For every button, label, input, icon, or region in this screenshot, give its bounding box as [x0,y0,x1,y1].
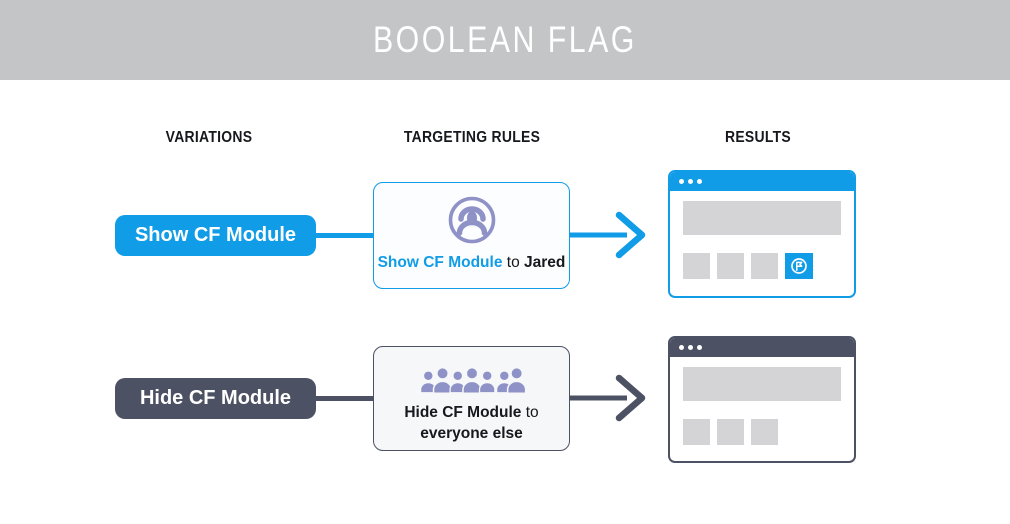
browser-titlebar [670,172,854,191]
content-placeholder-tile [717,253,744,279]
rule-text-hide: Hide CF Module to everyone else [404,403,538,445]
flag-circle-icon [791,258,807,274]
rule-text-show: Show CF Module to Jared [378,253,566,274]
content-placeholder-tile [751,253,778,279]
content-tile-row [683,253,841,279]
window-dot-icon [688,345,693,350]
rule-preposition: to [525,404,539,421]
window-dot-icon [697,345,702,350]
column-header-results: RESULTS [725,129,791,146]
variation-button-show-cf-module[interactable]: Show CF Module [115,215,316,256]
title-banner: BOOLEAN FLAG [0,0,1010,80]
crowd-users-icon [419,366,526,395]
connector-line-show [314,233,375,238]
content-placeholder-banner [683,201,841,235]
window-dot-icon [679,345,684,350]
rule-audience: everyone else [420,424,523,442]
variation-button-hide-cf-module[interactable]: Hide CF Module [115,378,316,419]
rule-flag-name: Hide CF Module [404,404,522,421]
content-placeholder-banner [683,367,841,401]
result-window-hide [668,336,856,463]
content-tile-row [683,419,841,445]
content-placeholder-tile [683,253,710,279]
rule-audience: Jared [524,254,566,271]
result-window-show [668,170,856,298]
arrow-right-icon-show [569,211,646,259]
window-dot-icon [697,179,702,184]
targeting-rule-card-hide: Hide CF Module to everyone else [373,346,570,451]
page-title: BOOLEAN FLAG [373,19,637,60]
browser-titlebar [670,338,854,357]
rule-flag-name: Show CF Module [377,254,503,271]
column-header-variations: VARIATIONS [165,129,253,146]
column-header-targeting-rules: TARGETING RULES [403,129,541,146]
content-placeholder-tile [717,419,744,445]
targeting-rule-card-show: Show CF Module to Jared [373,182,570,289]
window-dot-icon [679,179,684,184]
arrow-right-icon-hide [569,374,646,422]
window-dot-icon [688,179,693,184]
content-placeholder-tile [751,419,778,445]
content-placeholder-tile [683,419,710,445]
single-user-avatar-icon [448,196,495,244]
connector-line-hide [314,396,375,401]
cf-module-tile[interactable] [785,253,813,279]
rule-preposition: to [506,254,520,271]
